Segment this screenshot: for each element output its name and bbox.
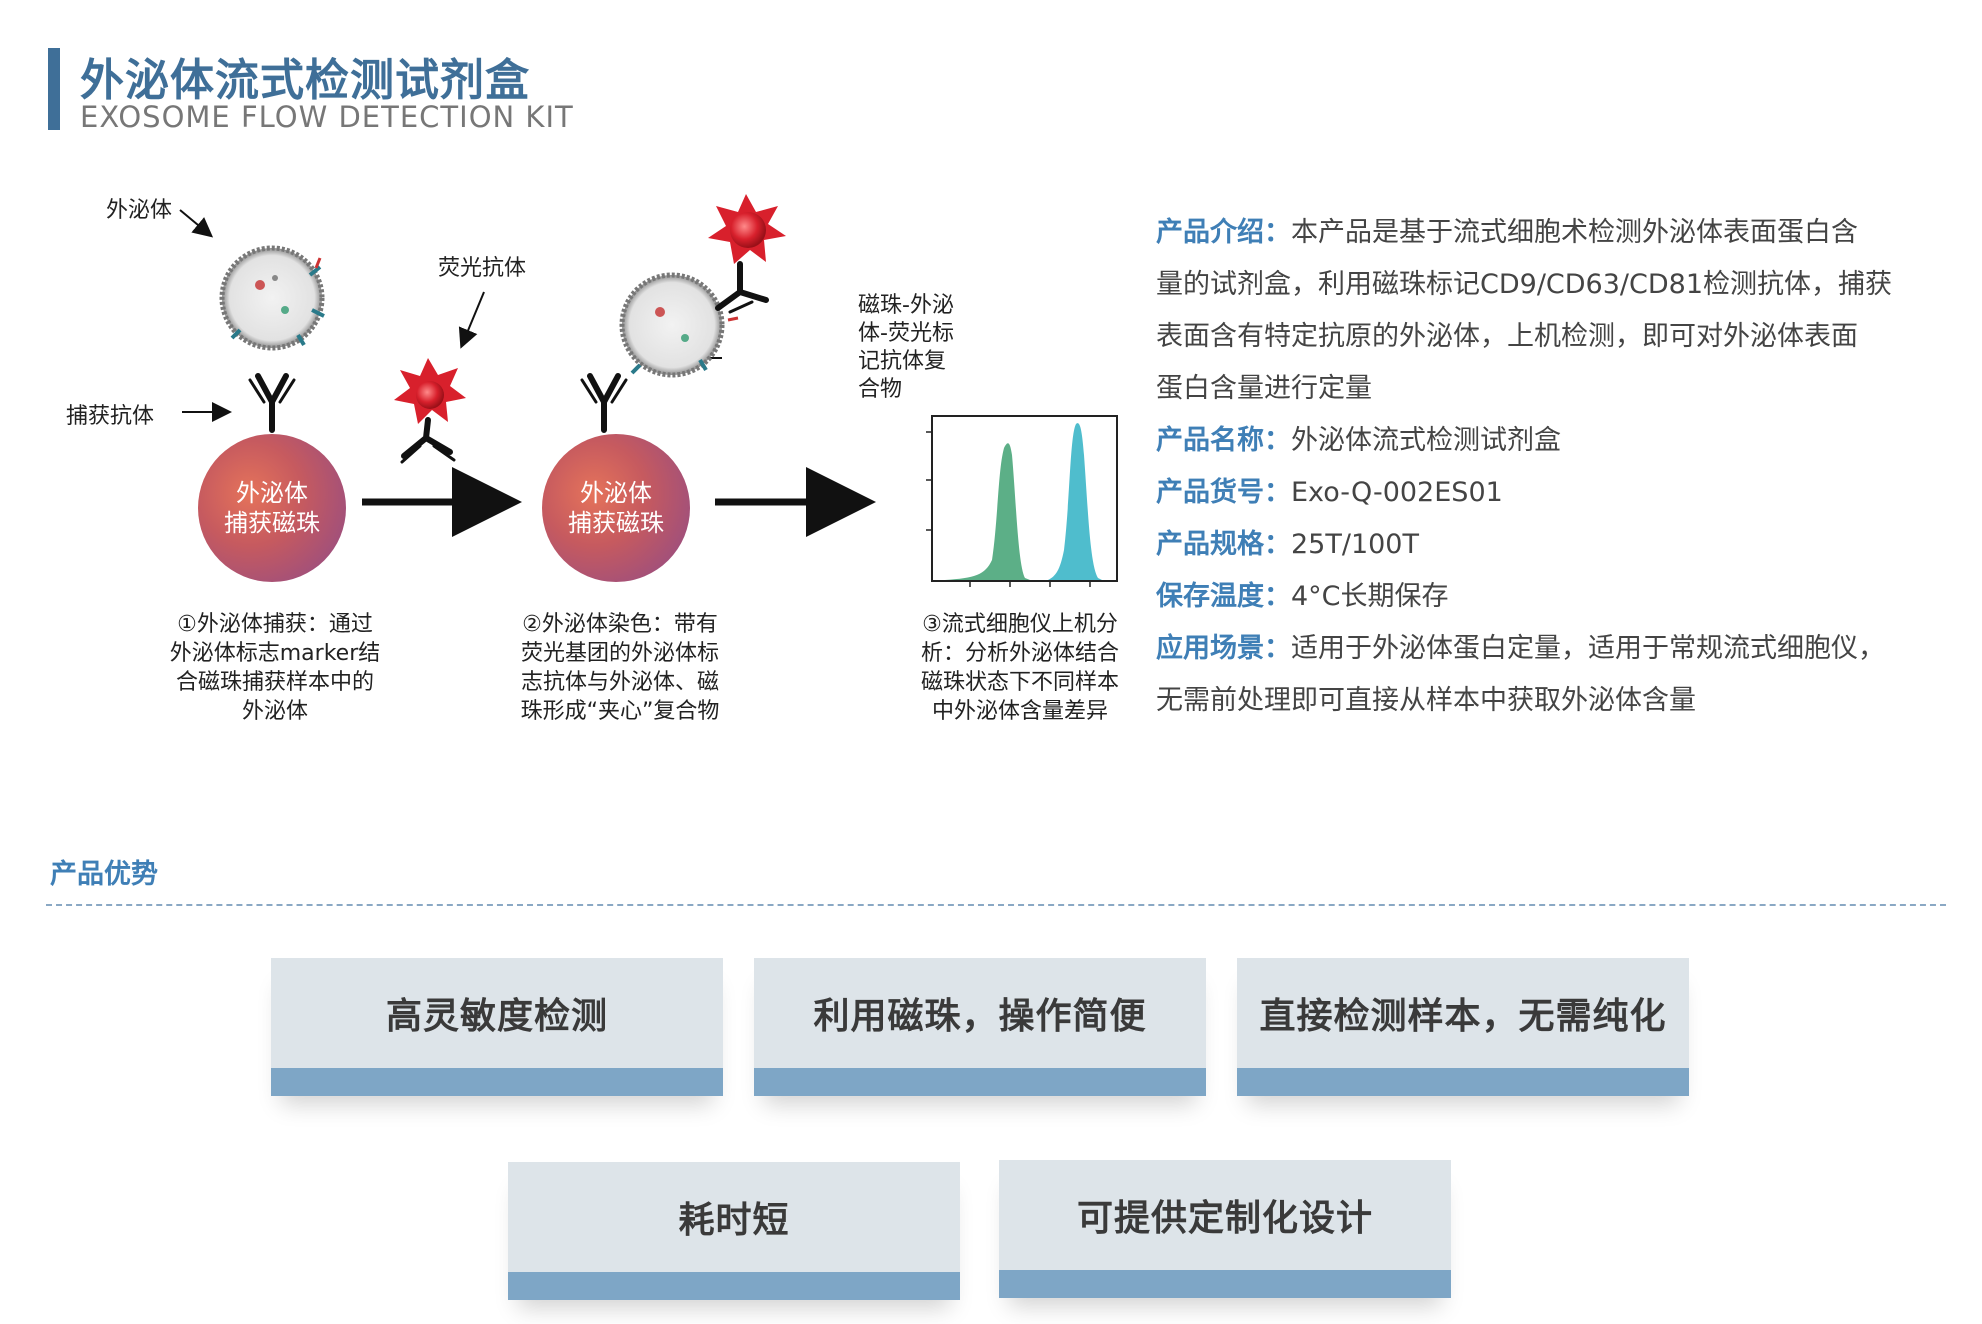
advantage-card-sensitivity: 高灵敏度检测 xyxy=(271,958,723,1096)
product-sku-value: Exo-Q-002ES01 xyxy=(1291,477,1503,508)
capture-antibody-icon-2 xyxy=(580,373,628,433)
capture-antibody-icon xyxy=(248,373,296,433)
application-value-line-2: 无需前处理即可直接从样本中获取外泌体含量 xyxy=(1156,685,1696,716)
workflow-graphics xyxy=(179,194,1118,587)
intro-text-4: 蛋白含量进行定量 xyxy=(1156,373,1372,404)
advantage-card-bar xyxy=(754,1068,1206,1096)
advantage-card-bar xyxy=(271,1068,723,1096)
title-accent-bar xyxy=(48,48,60,130)
label-capture-antibody: 捕获抗体 xyxy=(66,404,155,429)
page-title: 外泌体流式检测试剂盒 xyxy=(80,55,530,106)
fluor-antibody-pointer-arrow xyxy=(458,291,485,349)
advantages-divider xyxy=(46,904,1946,906)
intro-text-3: 表面含有特定抗原的外泌体，上机检测，即可对外泌体表面 xyxy=(1156,321,1858,352)
intro-key: 产品介绍： xyxy=(1156,217,1291,248)
advantage-card-magnetic-beads: 利用磁珠，操作简便 xyxy=(754,958,1206,1096)
intro-text-2: 量的试剂盒，利用磁珠标记CD9/CD63/CD81检测抗体，捕获 xyxy=(1156,269,1893,300)
product-name-key: 产品名称： xyxy=(1156,425,1291,456)
step-caption-3: ③流式细胞仪上机分 析：分析外泌体结合 磁珠状态下不同样本 中外泌体含量差异 xyxy=(920,612,1119,724)
advantage-card-label: 高灵敏度检测 xyxy=(385,996,608,1037)
product-name-row: 产品名称：外泌体流式检测试剂盒 xyxy=(1156,415,1956,467)
product-name-value: 外泌体流式检测试剂盒 xyxy=(1291,425,1561,456)
advantage-card-label: 可提供定制化设计 xyxy=(1076,1198,1373,1239)
exosome-pointer-arrow xyxy=(179,209,214,238)
exosome-vesicle-icon xyxy=(219,245,325,351)
advantage-card-direct-detection: 直接检测样本，无需纯化 xyxy=(1237,958,1689,1096)
storage-temp-key: 保存温度： xyxy=(1156,581,1291,612)
advantage-card-bar xyxy=(1237,1068,1689,1096)
exosome-vesicle-icon-2 xyxy=(619,272,739,378)
advantage-card-short-time: 耗时短 xyxy=(508,1162,960,1300)
capture-bead-2: 外泌体 捕获磁珠 xyxy=(542,434,690,582)
page-subtitle: EXOSOME FLOW DETECTION KIT xyxy=(80,100,574,134)
product-sku-row: 产品货号：Exo-Q-002ES01 xyxy=(1156,467,1956,519)
application-value: 适用于外泌体蛋白定量，适用于常规流式细胞仪， xyxy=(1291,633,1885,664)
product-sku-key: 产品货号： xyxy=(1156,477,1291,508)
advantage-card-bar xyxy=(508,1272,960,1300)
label-complex: 磁珠-外泌 体-荧光标 记抗体复 合物 xyxy=(858,293,954,402)
application-key: 应用场景： xyxy=(1156,633,1291,664)
capture-bead-1: 外泌体 捕获磁珠 xyxy=(198,434,346,582)
capture-bead-1-text: 外泌体 捕获磁珠 xyxy=(224,479,320,537)
step-caption-2: ②外泌体染色：带有 荧光基团的外泌体标 志抗体与外泌体、磁 珠形成“夹心”复合物 xyxy=(520,612,720,724)
advantage-card-customization: 可提供定制化设计 xyxy=(999,1160,1451,1298)
product-spec-value: 25T/100T xyxy=(1291,529,1419,560)
product-spec-key: 产品规格： xyxy=(1156,529,1291,560)
advantages-title: 产品优势 xyxy=(50,859,158,890)
product-info: 产品介绍：本产品是基于流式细胞术检测外泌体表面蛋白含 量的试剂盒，利用磁珠标记C… xyxy=(1156,207,1956,727)
fluorescent-antibody-icon xyxy=(394,358,466,464)
capture-bead-2-text: 外泌体 捕获磁珠 xyxy=(568,479,664,537)
workflow-diagram: 外泌体 捕获抗体 荧光抗体 磁珠-外泌 体-荧光标 记抗体复 合物 外泌体 捕获… xyxy=(40,180,1140,750)
storage-temp-value: 4°C长期保存 xyxy=(1291,581,1449,612)
product-spec-row: 产品规格：25T/100T xyxy=(1156,519,1956,571)
advantage-card-label: 利用磁珠，操作简便 xyxy=(813,996,1147,1037)
product-intro-line-1: 产品介绍：本产品是基于流式细胞术检测外泌体表面蛋白含 xyxy=(1156,207,1956,259)
bound-fluorescent-antibody-icon xyxy=(708,194,786,314)
flow-histogram-icon xyxy=(926,415,1118,587)
advantage-card-label: 直接检测样本，无需纯化 xyxy=(1259,996,1667,1037)
step-caption-1: ①外泌体捕获：通过 外泌体标志marker结 合磁珠捕获样本中的 外泌体 xyxy=(169,612,381,724)
intro-text-1: 本产品是基于流式细胞术检测外泌体表面蛋白含 xyxy=(1291,217,1858,248)
advantage-card-bar xyxy=(999,1270,1451,1298)
storage-temp-row: 保存温度：4°C长期保存 xyxy=(1156,571,1956,623)
application-row: 应用场景：适用于外泌体蛋白定量，适用于常规流式细胞仪， xyxy=(1156,623,1956,675)
label-exosome: 外泌体 xyxy=(106,198,173,223)
advantage-card-label: 耗时短 xyxy=(678,1200,790,1241)
label-fluorescent-antibody: 荧光抗体 xyxy=(438,256,527,281)
